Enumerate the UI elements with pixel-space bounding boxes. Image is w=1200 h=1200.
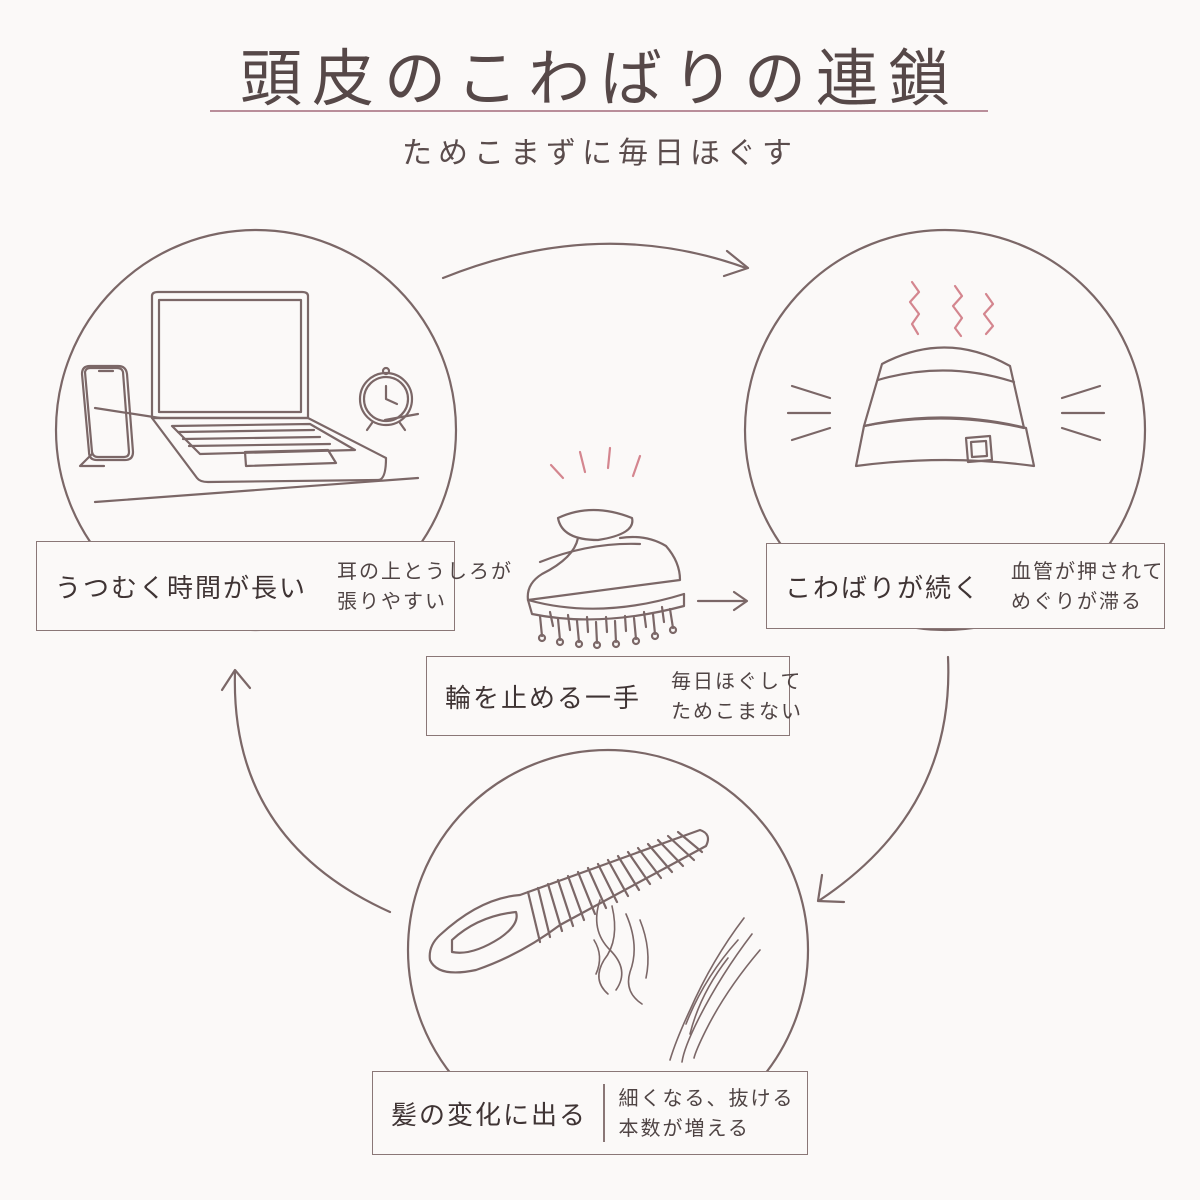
- comb-icon: [428, 828, 710, 974]
- laptop-icon: [150, 290, 388, 484]
- center-title: 輪を止める一手: [445, 683, 642, 714]
- step1-label: うつむく時間が長い 耳の上とうしろが 張りやすい: [36, 541, 511, 631]
- stiff-scalp-icon: [854, 346, 1036, 468]
- arrow-step1-to-step2: [441, 242, 750, 280]
- title-divider: [210, 110, 988, 112]
- step3-note: 細くなる、抜ける 本数が増える: [605, 1083, 807, 1143]
- step3-title: 髪の変化に出る: [391, 1100, 588, 1131]
- step2-label: こわばりが続く 血管が押されて めぐりが滞る: [766, 543, 1165, 629]
- step3-note-line1: 細くなる、抜ける: [618, 1086, 795, 1110]
- label-divider: [603, 1084, 605, 1142]
- center-note: 毎日ほぐして ためこまない: [657, 666, 815, 726]
- smartphone-icon: [78, 364, 135, 468]
- step2-note: 血管が押されて めぐりが滞る: [997, 556, 1176, 616]
- arrow-brush-to-step2: [696, 590, 749, 612]
- step1-note-line1: 耳の上とうしろが: [337, 559, 514, 583]
- step1-illustration: [78, 290, 420, 504]
- step2-note-line2: めぐりが滞る: [1011, 589, 1144, 613]
- brush-bristles: [537, 605, 678, 650]
- step3-illustration: [428, 828, 761, 1063]
- circle-step2: [743, 228, 1147, 632]
- alarm-clock-icon: [358, 366, 414, 432]
- step2-note-line1: 血管が押されて: [1011, 559, 1165, 583]
- heat-lines-icon: [908, 280, 995, 338]
- step1-note: 耳の上とうしろが 張りやすい: [323, 556, 525, 616]
- arrow-step2-to-step3: [816, 655, 950, 904]
- center-note-line1: 毎日ほぐして: [671, 669, 803, 693]
- step1-title: うつむく時間が長い: [55, 573, 308, 604]
- step2-illustration: [786, 280, 1106, 468]
- step1-note-line2: 張りやすい: [337, 589, 448, 613]
- fallen-hair-icon: [593, 899, 761, 1063]
- step2-title: こわばりが続く: [785, 573, 982, 604]
- page-subtitle: ためこまずに毎日ほぐす: [402, 136, 798, 171]
- page-title: 頭皮のこわばりの連鎖: [239, 42, 960, 115]
- tension-lines-icon: [786, 384, 1106, 442]
- arrow-step3-to-step1: [220, 668, 392, 914]
- sparkle-lines-icon: [549, 446, 642, 480]
- scalp-brush-icon: [526, 446, 686, 650]
- center-note-line2: ためこまない: [671, 699, 804, 723]
- step3-label: 髪の変化に出る 細くなる、抜ける 本数が増える: [372, 1071, 808, 1155]
- center-label: 輪を止める一手 毎日ほぐして ためこまない: [426, 656, 801, 736]
- step3-note-line2: 本数が増える: [618, 1116, 750, 1140]
